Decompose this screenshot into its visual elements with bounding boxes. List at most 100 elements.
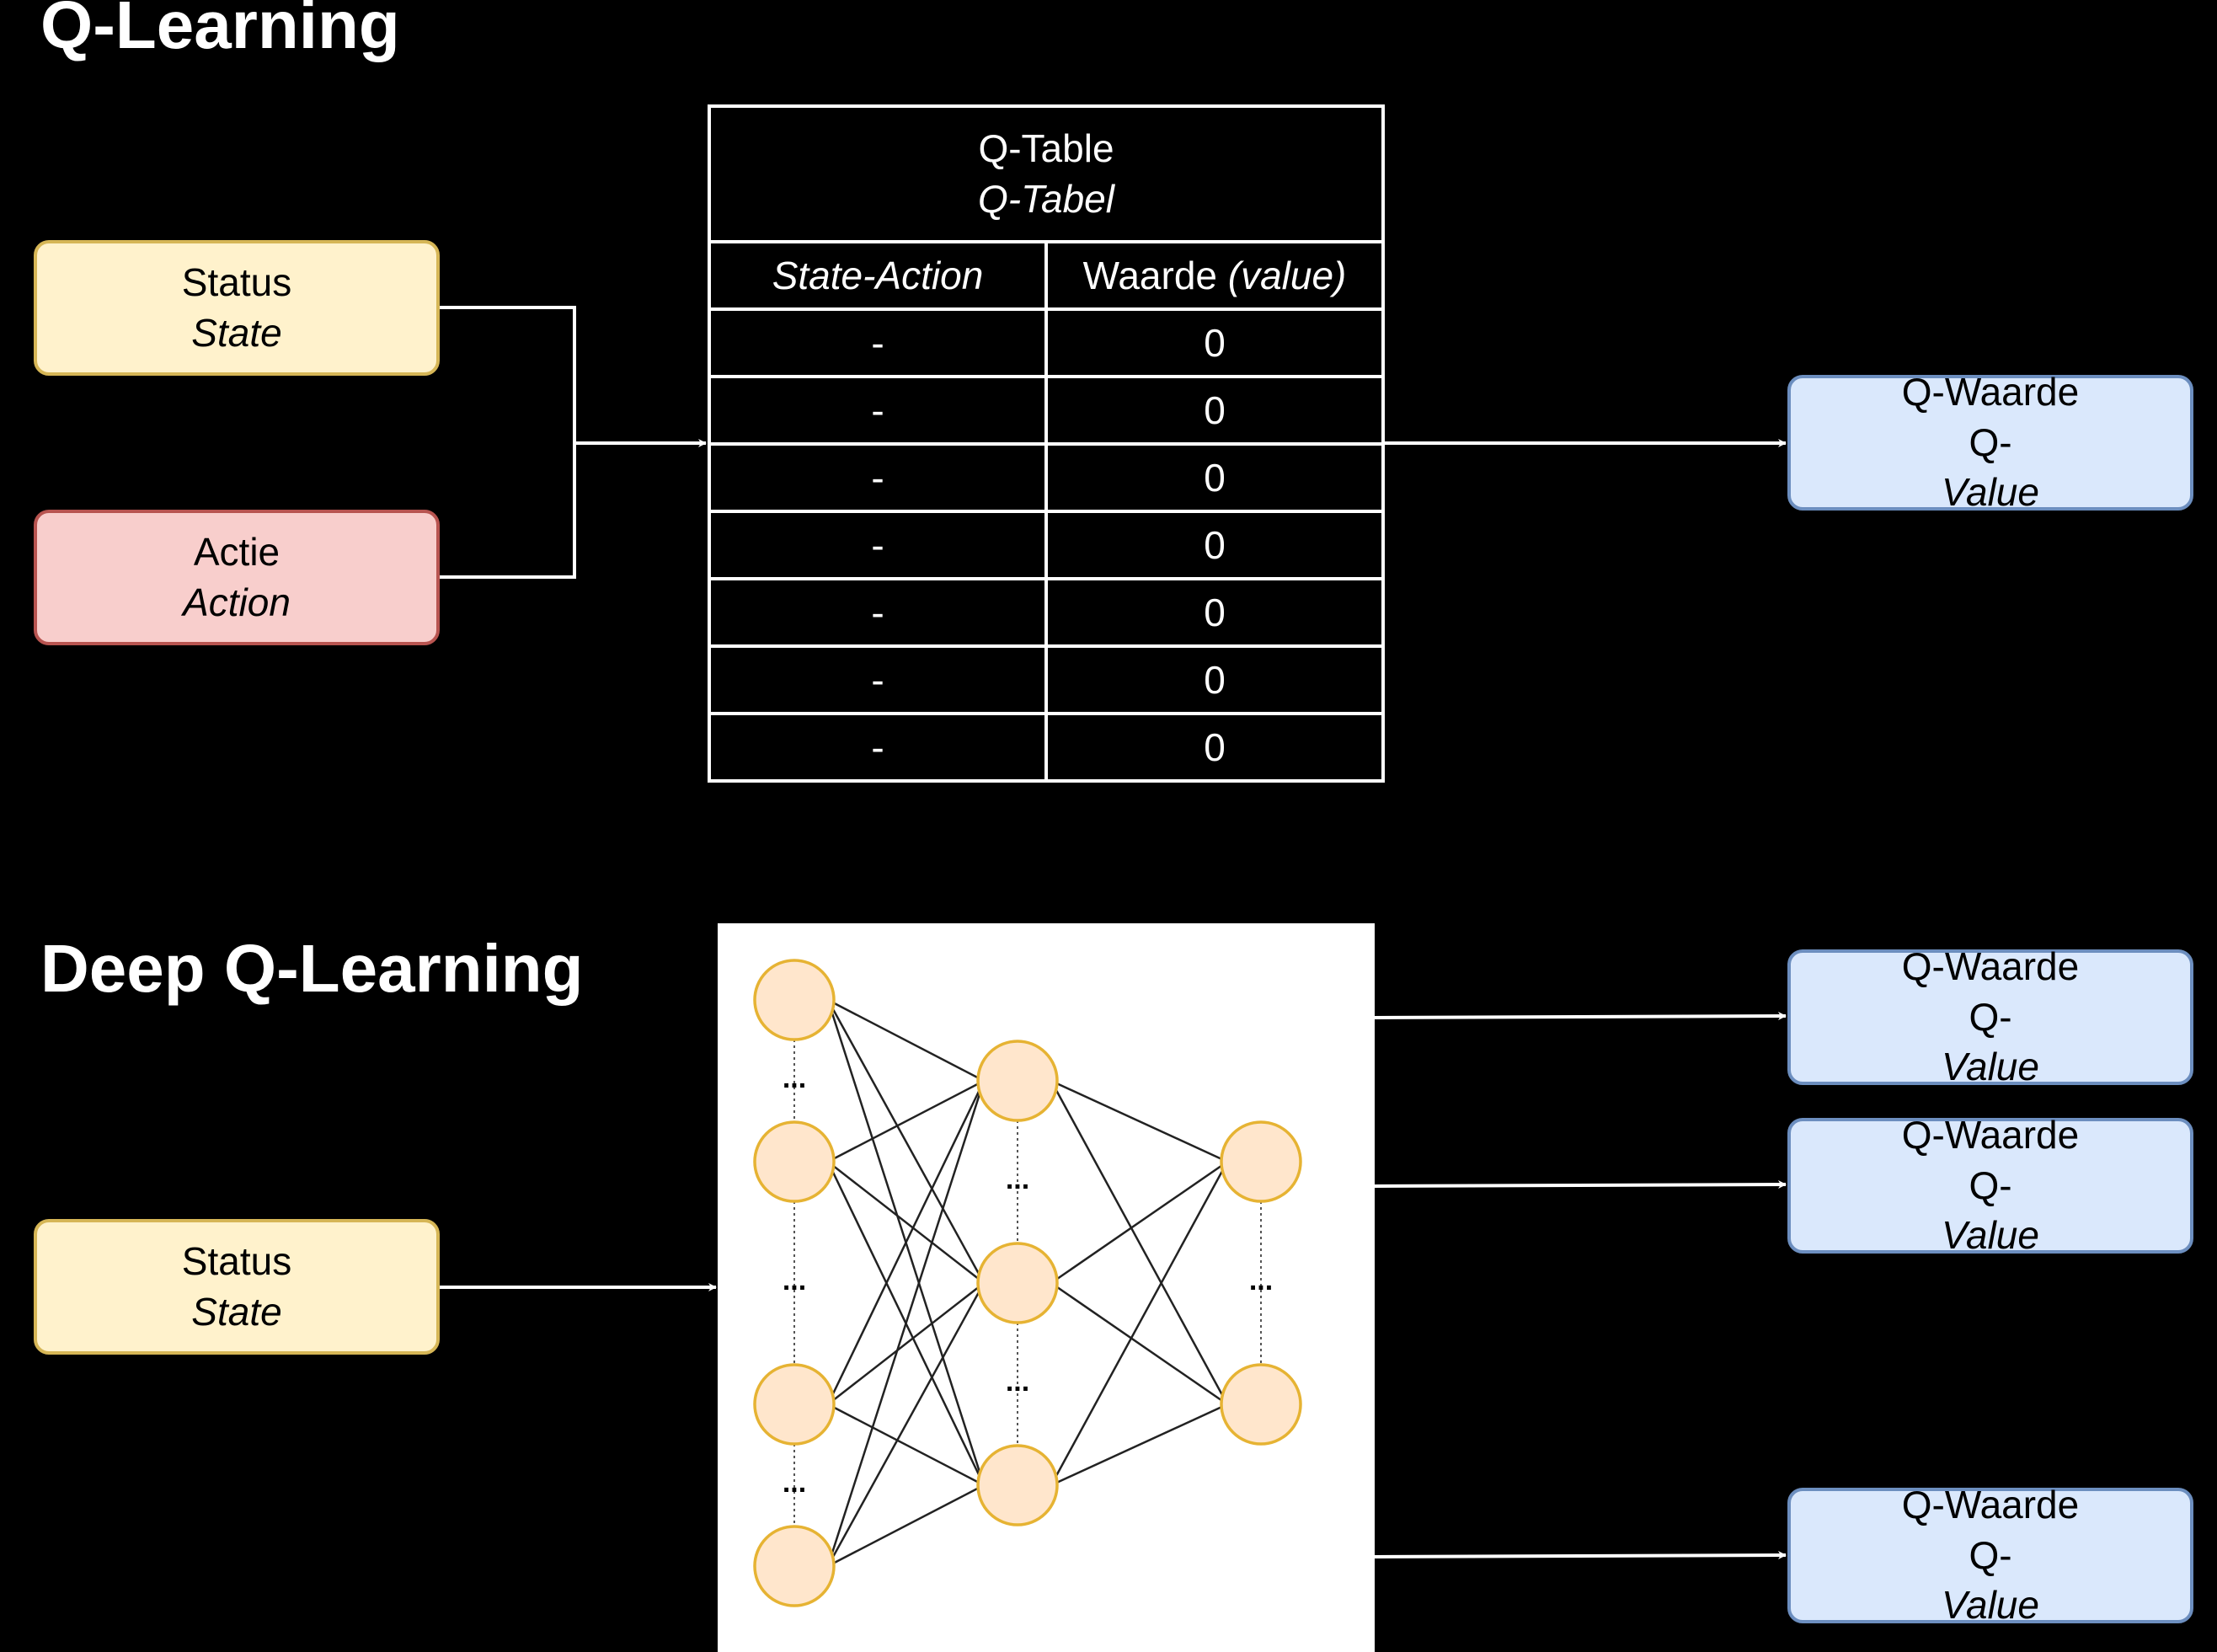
arrow-network-to-q-value-2 xyxy=(1374,1180,1787,1190)
layer-ellipsis: ... xyxy=(783,1264,806,1296)
q-table-cell-state-action: - xyxy=(708,644,1048,715)
input-node xyxy=(753,1525,836,1607)
input-node xyxy=(753,959,836,1041)
dq-q-value-3-nl: Q-Waarde xyxy=(1901,1482,2080,1526)
layer-ellipsis: ... xyxy=(1006,1366,1029,1398)
q-table-row: -0 xyxy=(708,577,1385,648)
q-table-cell-value: 0 xyxy=(1044,375,1385,446)
header-value-text: Waarde xyxy=(1082,254,1228,297)
network-connection xyxy=(827,998,985,1083)
output-node xyxy=(1220,1363,1302,1446)
dq-q-value-3-en: Q- Value xyxy=(1942,1531,2039,1632)
header-value-italic: (value) xyxy=(1227,254,1347,297)
arrow-network-to-q-value-1 xyxy=(1374,1012,1787,1021)
dq-q-value-1-nl: Q-Waarde xyxy=(1901,944,2080,988)
network-connection xyxy=(827,1484,985,1568)
q-table: Q-Table Q-Tabel State-Action Waarde (val… xyxy=(708,104,1385,783)
layer-ellipsis: ... xyxy=(783,1467,806,1499)
network-connection xyxy=(826,1282,986,1567)
neural-network-panel: .................. xyxy=(718,923,1375,1652)
q-table-row: -0 xyxy=(708,307,1385,378)
q-table-cell-value: 0 xyxy=(1044,510,1385,580)
neural-network-diagram: .................. xyxy=(753,959,1302,1607)
q-table-cell-state-action: - xyxy=(708,510,1048,580)
dq-q-value-1-prefix: Q- xyxy=(1969,994,2012,1039)
dq-q-value-box-3: Q-Waarde Q- Value xyxy=(1787,1483,2193,1627)
q-table-row: -0 xyxy=(708,375,1385,446)
q-table-cell-state-action: - xyxy=(708,307,1048,378)
layer-ellipsis: ... xyxy=(783,1062,806,1094)
dq-state-label-en: State xyxy=(191,1289,282,1334)
network-connection xyxy=(827,1282,985,1405)
dq-q-value-2-en: Q- Value xyxy=(1942,1161,2039,1262)
network-connection xyxy=(1050,1403,1228,1487)
q-table-row: -0 xyxy=(708,442,1385,513)
network-connection xyxy=(826,999,986,1284)
q-table-cell-value: 0 xyxy=(1044,644,1385,715)
network-connection xyxy=(827,1403,985,1487)
q-table-cell-value: 0 xyxy=(1044,307,1385,378)
deep-q-learning-title: Deep Q-Learning xyxy=(40,931,584,1006)
q-value-prefix: Q- xyxy=(1969,420,2012,464)
q-table-header-value: Waarde (value) xyxy=(1044,240,1385,311)
q-table-row: -0 xyxy=(708,644,1385,715)
state-label-en: State xyxy=(191,310,282,355)
dq-q-value-3-prefix: Q- xyxy=(1969,1532,2012,1577)
q-table-header-state-action: State-Action xyxy=(708,240,1048,311)
q-table-row: -0 xyxy=(708,510,1385,580)
network-connection xyxy=(1050,1079,1228,1163)
connector-state-to-table xyxy=(440,306,576,443)
q-table-title-nl: Q-Tabel xyxy=(978,176,1114,221)
input-node xyxy=(753,1120,836,1203)
hidden-node xyxy=(976,1040,1059,1122)
q-learning-title: Q-Learning xyxy=(40,0,400,62)
network-connection xyxy=(1050,1160,1228,1285)
network-connection xyxy=(826,1080,986,1567)
network-connection xyxy=(827,1079,985,1163)
q-table-title: Q-Table Q-Tabel xyxy=(708,104,1385,243)
q-table-row: -0 xyxy=(708,712,1385,783)
arrow-network-to-q-value-3 xyxy=(1374,1551,1787,1560)
layer-ellipsis: ... xyxy=(1249,1264,1273,1296)
q-value-italic: Value xyxy=(1942,470,2039,515)
dq-q-value-box-2: Q-Waarde Q- Value xyxy=(1787,1113,2193,1257)
q-table-cell-state-action: - xyxy=(708,442,1048,513)
input-node xyxy=(753,1363,836,1446)
network-connection xyxy=(1050,1161,1229,1486)
action-label-nl: Actie xyxy=(193,529,280,574)
dq-q-value-3-italic: Value xyxy=(1942,1583,2039,1628)
output-node xyxy=(1220,1120,1302,1203)
q-table-title-en: Q-Table xyxy=(978,126,1114,170)
dq-q-value-box-1: Q-Waarde Q- Value xyxy=(1787,944,2193,1088)
q-learning-state-box: Status State xyxy=(34,240,440,376)
dq-q-value-1-italic: Value xyxy=(1942,1045,2039,1089)
dq-q-value-1-en: Q- Value xyxy=(1942,992,2039,1093)
dq-state-label-nl: Status xyxy=(181,1238,292,1283)
dq-q-value-2-nl: Q-Waarde xyxy=(1901,1112,2080,1157)
network-connection xyxy=(1050,1281,1228,1406)
state-label-nl: Status xyxy=(181,259,292,304)
q-value-label-nl: Q-Waarde xyxy=(1901,369,2080,414)
q-table-cell-state-action: - xyxy=(708,375,1048,446)
network-connection xyxy=(1050,1080,1229,1405)
q-learning-action-box: Actie Action xyxy=(34,510,440,645)
hidden-node xyxy=(976,1242,1059,1324)
layer-ellipsis: ... xyxy=(1006,1163,1029,1195)
q-table-cell-value: 0 xyxy=(1044,712,1385,783)
q-value-label-en: Q- Value xyxy=(1942,418,2039,519)
q-learning-q-value-box: Q-Waarde Q- Value xyxy=(1787,370,2193,514)
dq-q-value-2-italic: Value xyxy=(1942,1213,2039,1258)
connector-action-to-table xyxy=(440,443,576,579)
q-table-cell-state-action: - xyxy=(708,712,1048,783)
network-connection xyxy=(827,1161,985,1284)
network-connection xyxy=(826,1080,986,1405)
action-label-en: Action xyxy=(183,580,291,624)
q-table-body: -0-0-0-0-0-0-0 xyxy=(708,307,1385,783)
q-table-cell-state-action: - xyxy=(708,577,1048,648)
q-table-cell-value: 0 xyxy=(1044,442,1385,513)
hidden-node xyxy=(976,1444,1059,1526)
q-table-cell-value: 0 xyxy=(1044,577,1385,648)
dq-q-value-2-prefix: Q- xyxy=(1969,1163,2012,1207)
deep-q-learning-state-box: Status State xyxy=(34,1219,440,1355)
